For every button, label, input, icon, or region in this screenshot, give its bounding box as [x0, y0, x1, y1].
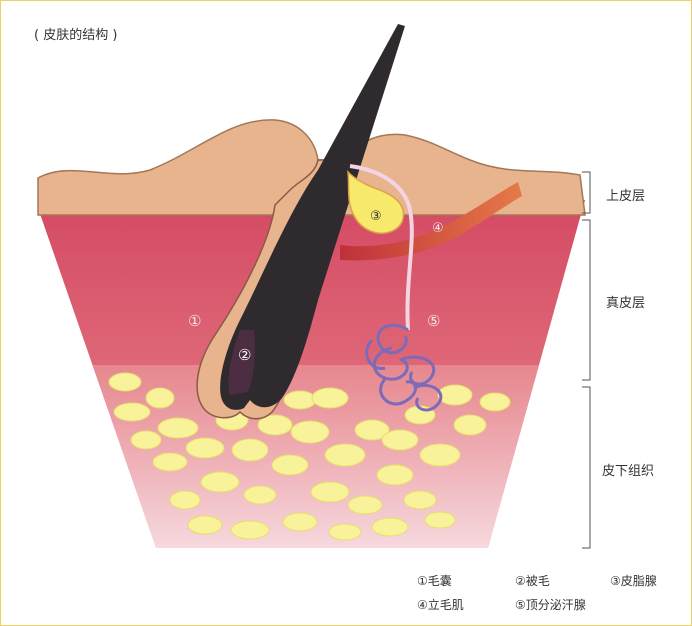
marker-arrector-pili: ④ — [432, 221, 444, 236]
marker-hair-shaft: ② — [238, 346, 251, 364]
legend-arrector-pili: ④立毛肌 — [417, 596, 464, 613]
label-subcutaneous: 皮下组织 — [602, 460, 654, 479]
marker-sebaceous-gland: ③ — [370, 209, 382, 224]
legend-hair-follicle: ①毛囊 — [417, 572, 452, 589]
label-epidermis: 上皮层 — [606, 185, 645, 204]
marker-sweat-gland: ⑤ — [427, 312, 440, 330]
legend-apocrine-gland: ⑤顶分泌汗腺 — [515, 596, 586, 613]
legend-sebaceous-gland: ③皮脂腺 — [610, 572, 657, 589]
legend-hair: ②被毛 — [515, 572, 550, 589]
marker-hair-follicle: ① — [188, 312, 201, 330]
label-dermis: 真皮层 — [606, 292, 645, 311]
layer-brackets — [582, 172, 590, 548]
